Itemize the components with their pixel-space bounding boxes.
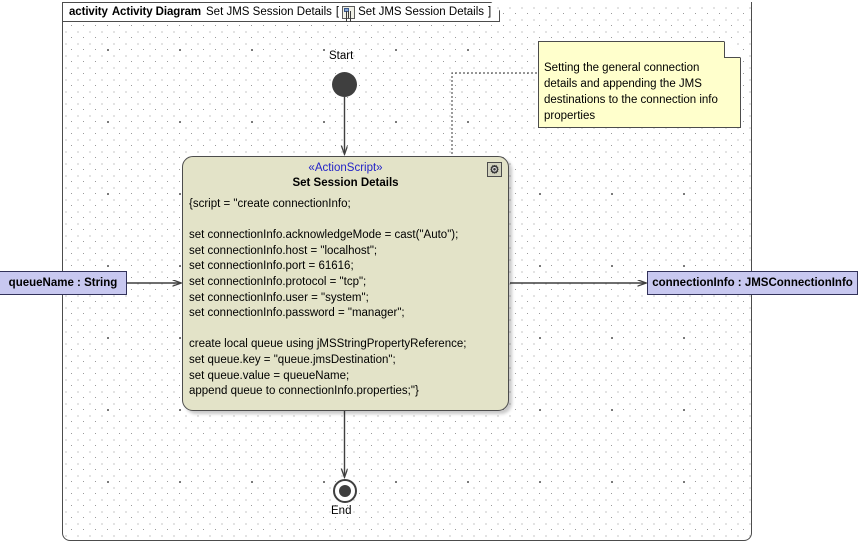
end-node-label: End (331, 505, 352, 517)
note-text: Setting the general connection details a… (544, 62, 718, 122)
frame-type-label: Activity Diagram (111, 6, 201, 18)
output-parameter-pin[interactable]: connectionInfo : JMSConnectionInfo (647, 271, 858, 295)
start-node-label: Start (329, 50, 354, 62)
frame-qualified-name: Set JMS Session Details (358, 6, 485, 18)
frame-keyword: activity (69, 6, 108, 18)
comment-note[interactable] (538, 41, 741, 128)
frame-bracket-open: [ (335, 6, 340, 18)
frame-name: Set JMS Session Details (206, 6, 332, 18)
input-parameter-pin[interactable]: queueName : String (0, 271, 127, 295)
activity-diagram-icon (342, 6, 355, 19)
frame-header-tab[interactable]: activity Activity Diagram Set JMS Sessio… (62, 2, 500, 22)
action-title: Set Session Details (292, 177, 399, 189)
gear-icon[interactable] (487, 162, 502, 177)
frame-bracket-close: ] (488, 6, 492, 18)
initial-node[interactable] (332, 72, 357, 97)
action-node[interactable]: «ActionScript» Set Session Details {scri… (182, 156, 509, 411)
activity-final-node[interactable] (333, 479, 357, 503)
action-script-body: {script = "create connectionInfo; set co… (189, 198, 467, 398)
action-stereotype: «ActionScript» (308, 162, 383, 174)
